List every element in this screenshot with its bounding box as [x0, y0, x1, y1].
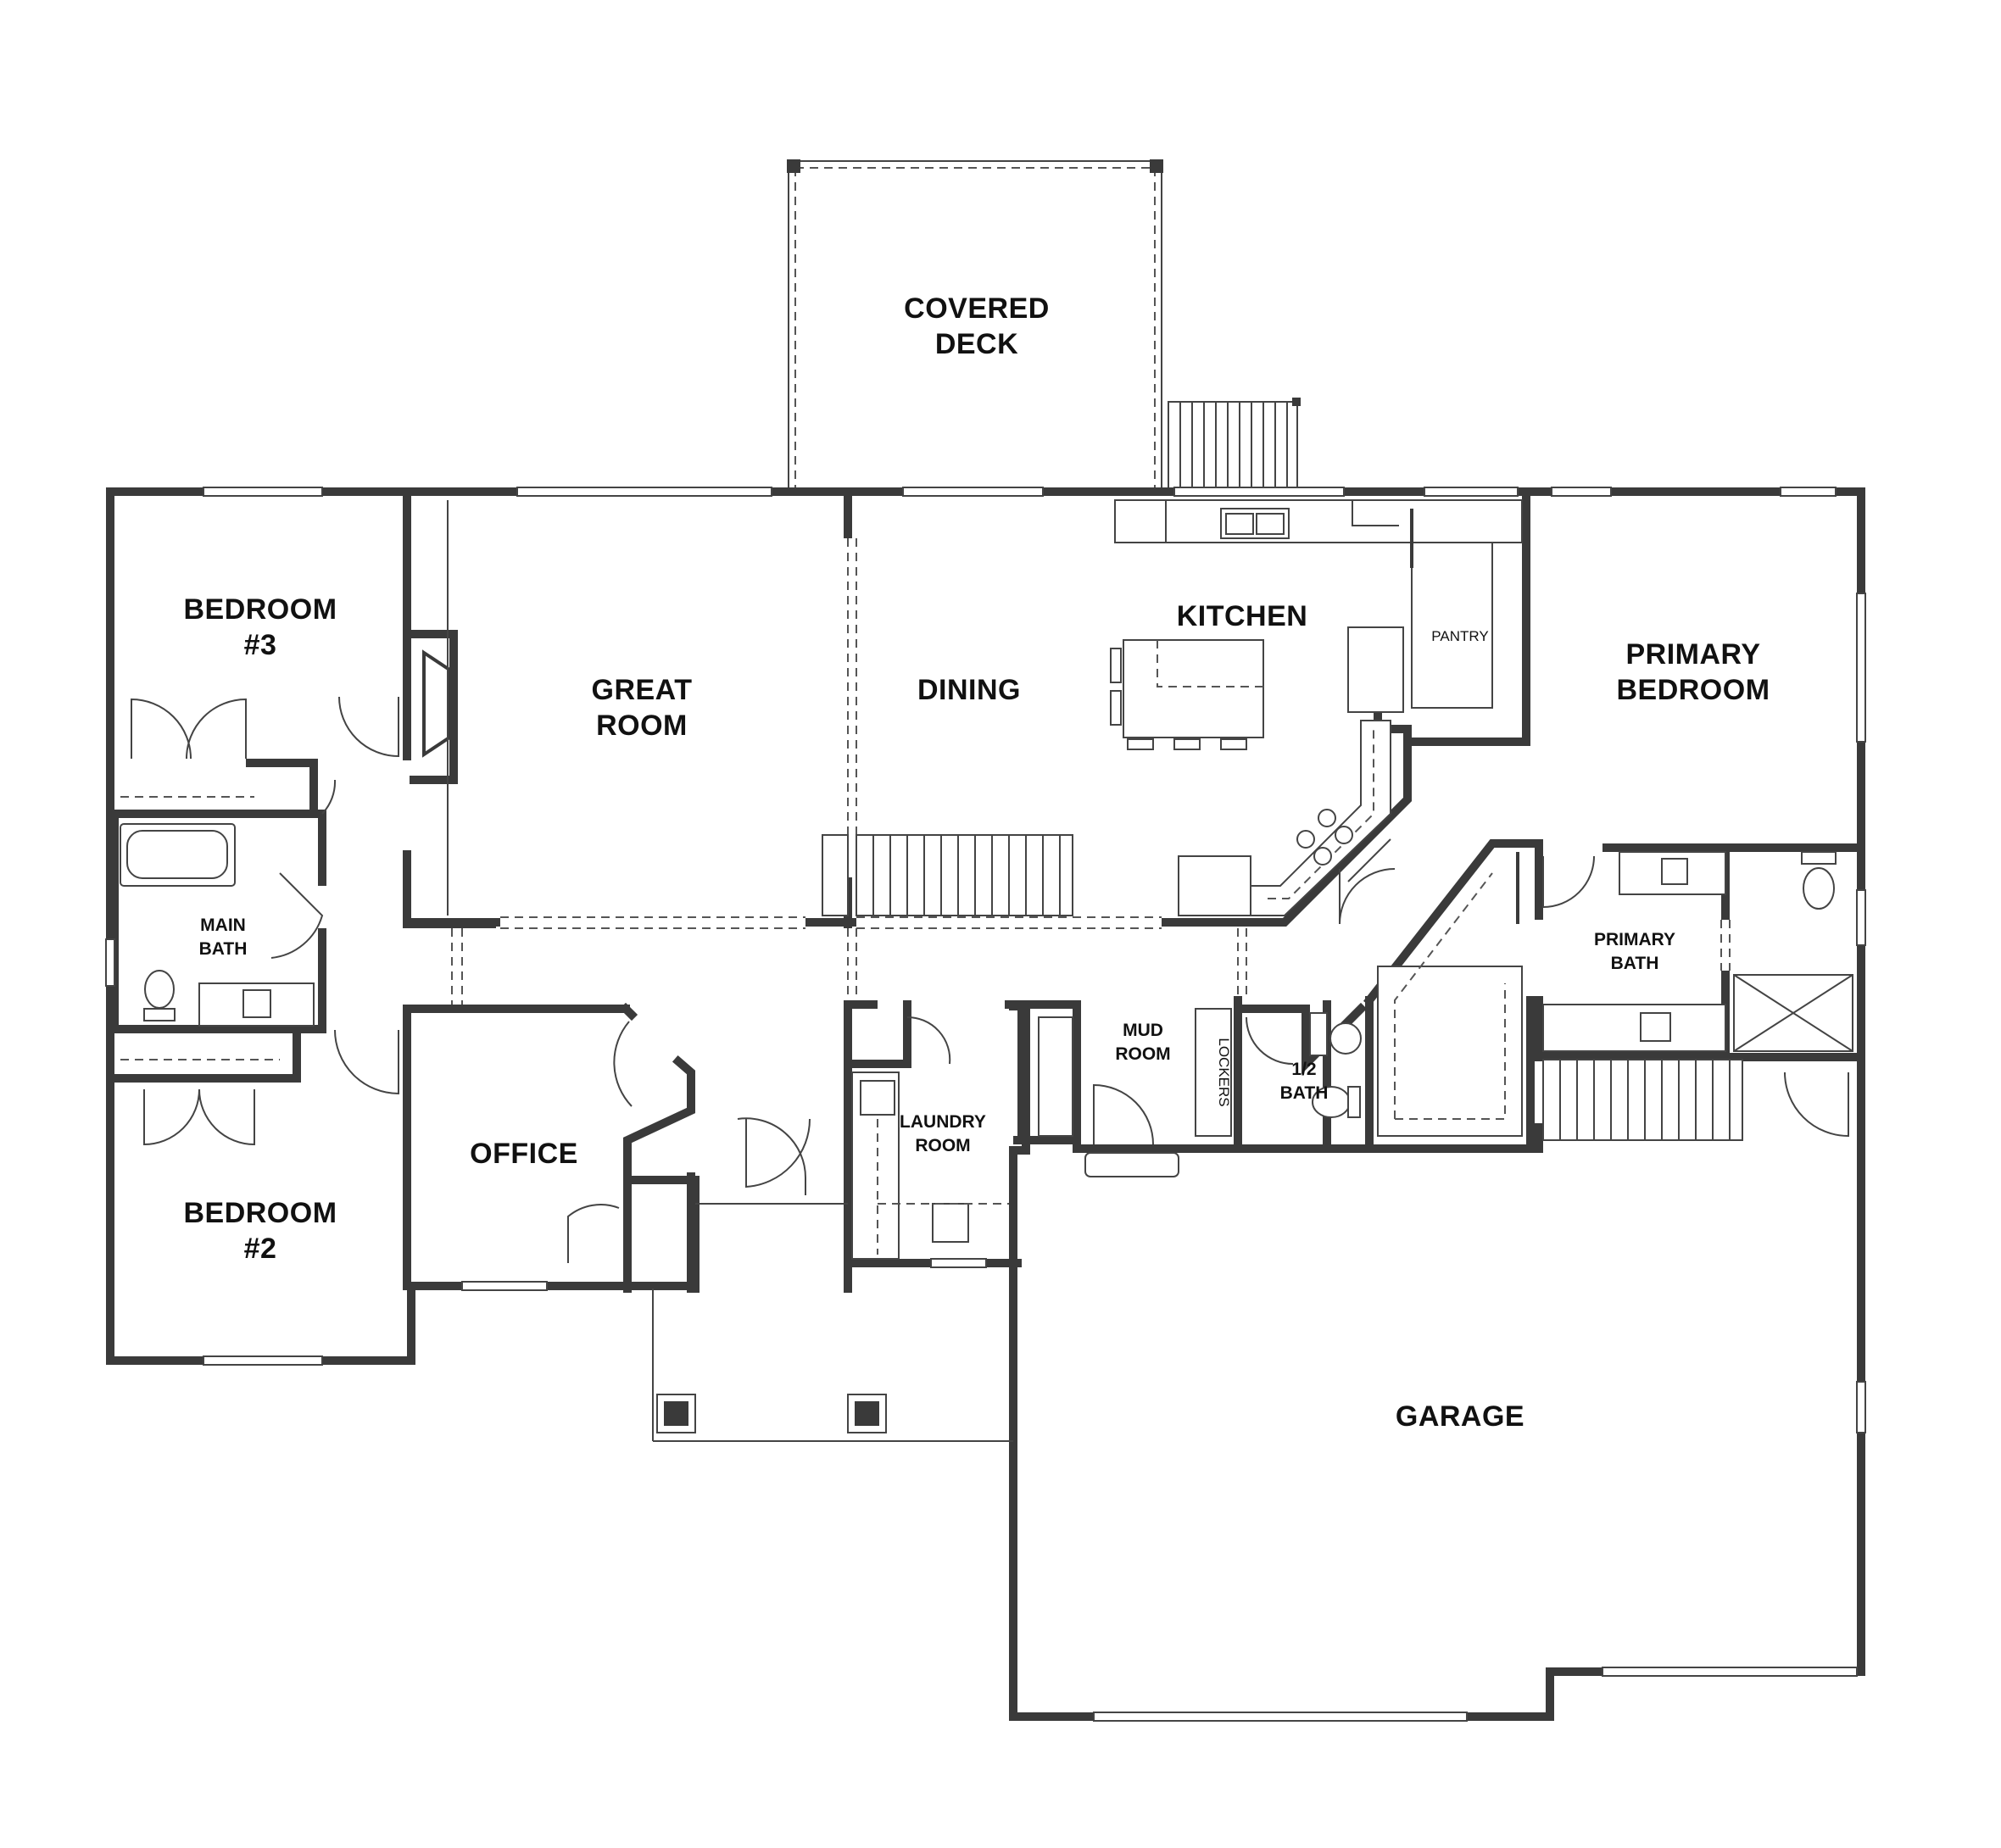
interior-walls — [110, 487, 1865, 1293]
mud-lockers — [1195, 1008, 1232, 1137]
doors — [131, 696, 1849, 1263]
bath-fixtures — [120, 823, 1853, 1137]
upper-counter — [1165, 499, 1523, 543]
washer — [932, 1203, 969, 1243]
garage-stairs — [1542, 1059, 1743, 1141]
kitchen-counter-angled — [1178, 855, 1251, 916]
office-label: OFFICE — [470, 1138, 578, 1170]
main-bath-toilet — [144, 970, 175, 1009]
covered-deck-structure — [787, 159, 1163, 492]
openings — [120, 500, 1731, 1060]
deck-post — [787, 159, 800, 173]
pantry-shelf — [1411, 542, 1493, 709]
kitchen-island — [1123, 639, 1264, 738]
dining-label: DINING — [917, 674, 1021, 706]
bedroom-3-label: BEDROOM#3 — [183, 593, 337, 661]
windows — [105, 487, 1866, 1722]
pantry-label: PANTRY — [1431, 628, 1488, 644]
half-bath-sink — [1309, 1012, 1328, 1056]
primary-bath-toilet — [1803, 867, 1835, 910]
bedroom-2-label: BEDROOM#2 — [183, 1197, 337, 1265]
kitchen-fixtures — [1110, 499, 1523, 916]
primary-bath-vanity-bottom — [1542, 1004, 1726, 1052]
tub-primary — [1377, 966, 1523, 1137]
deck-post — [1150, 159, 1163, 173]
kitchen-label: KITCHEN — [1177, 600, 1308, 632]
deck-stairs — [1168, 398, 1301, 491]
entry-porch — [652, 1118, 1013, 1442]
laundry-fixtures — [851, 1008, 1232, 1260]
interior-stairs — [822, 834, 1073, 916]
oven — [1347, 626, 1404, 713]
lockers-label: LOCKERS — [1216, 1038, 1232, 1106]
fridge — [1114, 499, 1167, 543]
cooktop-burner — [1296, 830, 1315, 849]
garage-label: GARAGE — [1396, 1400, 1524, 1433]
